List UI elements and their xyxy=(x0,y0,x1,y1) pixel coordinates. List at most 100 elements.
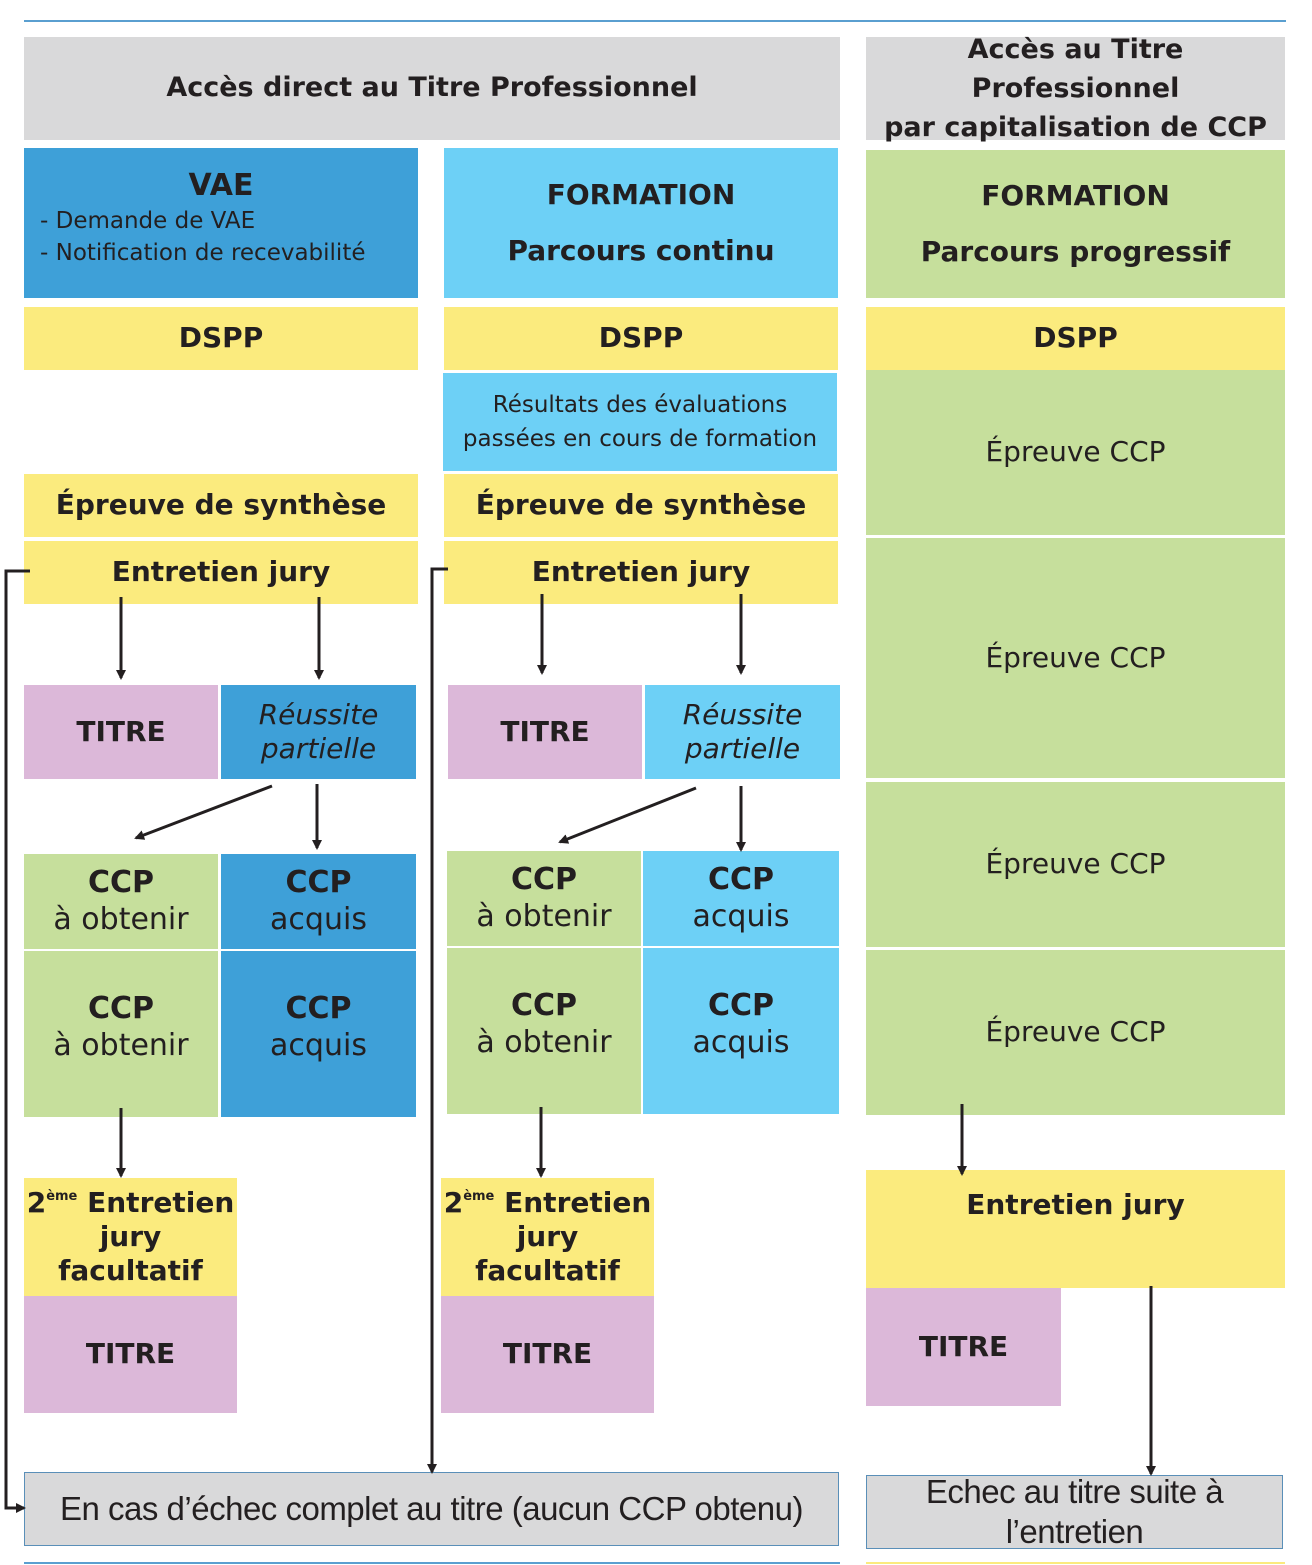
entretien-jury-progressif: Entretien jury xyxy=(866,1170,1285,1288)
vae-item-demande: - Demande de VAE xyxy=(40,207,256,234)
a-obtenir-label: à obtenir xyxy=(476,898,612,934)
formation-continu-box: FORMATION Parcours continu xyxy=(444,148,838,298)
bottom-rule-right xyxy=(866,1562,1285,1564)
formation-continu-title: FORMATION xyxy=(546,178,736,211)
ccp-a-obtenir-continu-1: CCP à obtenir xyxy=(447,851,641,946)
dspp-vae: DSPP xyxy=(24,307,418,370)
echec-complet-text: En cas d’échec complet au titre (aucun C… xyxy=(60,1489,803,1527)
titre-continu-label: TITRE xyxy=(500,714,590,748)
arrow-echec-continu-path xyxy=(427,567,448,1474)
second-entretien-continu-line2: jury facultatif xyxy=(475,1219,620,1288)
resultats-evaluations: Résultats des évaluations passées en cou… xyxy=(443,373,837,471)
ccp-label: CCP xyxy=(87,991,155,1026)
echec-entretien-box: Echec au titre suite à l’entretien xyxy=(866,1473,1283,1550)
a-obtenir-label: à obtenir xyxy=(53,901,189,937)
titre-vae-final: TITRE xyxy=(24,1296,237,1413)
titre-continu: TITRE xyxy=(448,685,642,779)
echec-complet-box: En cas d’échec complet au titre (aucun C… xyxy=(24,1472,839,1546)
ccp-label: CCP xyxy=(285,864,352,900)
formation-progressif-title: FORMATION xyxy=(981,179,1170,212)
titre-continu-final: TITRE xyxy=(441,1296,654,1413)
ccp-label: CCP xyxy=(510,988,578,1023)
vae-title: VAE xyxy=(188,168,254,203)
ccp-label: CCP xyxy=(707,988,775,1023)
entretien-jury-vae: Entretien jury xyxy=(24,541,418,604)
entretien-jury-continu: Entretien jury xyxy=(444,541,838,604)
ccp-a-obtenir-vae-1: CCP à obtenir xyxy=(24,854,218,949)
reussite-partielle-vae: Réussite partielle xyxy=(221,685,416,779)
second-entretien-vae: 2ème Entretien jury facultatif xyxy=(24,1178,237,1296)
entretien-jury-progressif-label: Entretien jury xyxy=(966,1188,1185,1221)
a-obtenir-label: à obtenir xyxy=(53,1027,189,1063)
vae-item-notification: - Notification de recevabilité xyxy=(40,240,366,267)
reussite-continu-line2: partielle xyxy=(684,732,801,765)
second-entretien-continu-line1: 2ème Entretien xyxy=(443,1185,652,1219)
entretien-jury-continu-label: Entretien jury xyxy=(531,555,751,589)
reussite-continu-line1: Réussite xyxy=(682,697,803,731)
titre-vae-label: TITRE xyxy=(76,714,166,748)
epreuve-synthese-continu: Épreuve de synthèse xyxy=(444,474,838,537)
vae-list: - Demande de VAE - Notification de recev… xyxy=(24,205,366,271)
ccp-acquis-continu-1: CCP acquis xyxy=(643,851,839,946)
reussite-vae-line1: Réussite xyxy=(258,697,379,731)
ccp-acquis-vae-1: CCP acquis xyxy=(221,854,416,949)
reussite-vae-line2: partielle xyxy=(260,732,377,765)
ccp-label: CCP xyxy=(285,991,352,1026)
dspp-progressif-label: DSPP xyxy=(1033,321,1118,355)
epreuve-synthese-vae: Épreuve de synthèse xyxy=(24,474,418,537)
titre-vae: TITRE xyxy=(24,685,218,779)
ccp-a-obtenir-vae-2: CCP à obtenir xyxy=(24,951,218,1117)
entretien-jury-vae-label: Entretien jury xyxy=(111,555,331,589)
epreuve-ccp-2: Épreuve CCP xyxy=(866,538,1285,778)
formation-continu-subtitle: Parcours continu xyxy=(507,234,775,267)
titre-continu-final-label: TITRE xyxy=(502,1337,593,1371)
epreuve-ccp-1-label: Épreuve CCP xyxy=(985,435,1166,469)
dspp-progressif: DSPP xyxy=(866,307,1285,370)
header-capitalisation-line1: Accès au Titre Professionnel xyxy=(967,33,1184,104)
resultats-line2: passées en cours de formation xyxy=(462,426,818,452)
top-rule xyxy=(24,20,1286,22)
epreuve-ccp-3-label: Épreuve CCP xyxy=(985,847,1166,881)
ccp-label: CCP xyxy=(707,861,775,897)
epreuve-ccp-3: Épreuve CCP xyxy=(866,782,1285,947)
ccp-label: CCP xyxy=(87,864,155,900)
titre-vae-final-label: TITRE xyxy=(85,1337,176,1371)
header-direct-access-text: Accès direct au Titre Professionnel xyxy=(166,72,698,104)
epreuve-ccp-1: Épreuve CCP xyxy=(866,370,1285,535)
epreuve-ccp-4: Épreuve CCP xyxy=(866,950,1285,1115)
reussite-partielle-continu: Réussite partielle xyxy=(645,685,840,779)
dspp-continu-label: DSPP xyxy=(598,321,684,355)
arrow-reussite-to-ccp-obtenir-vae xyxy=(134,784,273,840)
dspp-vae-label: DSPP xyxy=(178,321,264,355)
epreuve-ccp-2-label: Épreuve CCP xyxy=(985,640,1166,674)
second-entretien-continu: 2ème Entretien jury facultatif xyxy=(441,1178,654,1296)
resultats-line1: Résultats des évaluations xyxy=(492,391,788,418)
acquis-label: acquis xyxy=(270,1027,367,1063)
vae-box: VAE - Demande de VAE - Notification de r… xyxy=(24,148,418,298)
dspp-continu: DSPP xyxy=(444,307,838,370)
titre-progressif: TITRE xyxy=(866,1288,1061,1406)
header-direct-access: Accès direct au Titre Professionnel xyxy=(24,37,840,140)
arrow-echec-vae-path xyxy=(4,569,30,1513)
second-entretien-vae-line1: 2ème Entretien xyxy=(26,1185,235,1219)
ccp-acquis-continu-2: CCP acquis xyxy=(643,948,839,1114)
acquis-label: acquis xyxy=(692,1024,790,1060)
formation-progressif-box: FORMATION Parcours progressif xyxy=(866,150,1285,298)
epreuve-synthese-vae-label: Épreuve de synthèse xyxy=(55,488,387,522)
ccp-a-obtenir-continu-2: CCP à obtenir xyxy=(447,948,641,1114)
acquis-label: acquis xyxy=(692,898,790,934)
titre-progressif-label: TITRE xyxy=(918,1329,1009,1363)
header-capitalisation: Accès au Titre Professionnel par capital… xyxy=(866,34,1285,143)
epreuve-synthese-continu-label: Épreuve de synthèse xyxy=(475,488,807,522)
acquis-label: acquis xyxy=(270,901,367,937)
arrow-reussite-to-ccp-obtenir-continu xyxy=(558,786,697,844)
a-obtenir-label: à obtenir xyxy=(476,1024,612,1060)
ccp-acquis-vae-2: CCP acquis xyxy=(221,951,416,1117)
formation-progressif-subtitle: Parcours progressif xyxy=(920,235,1231,268)
epreuve-ccp-4-label: Épreuve CCP xyxy=(985,1015,1166,1049)
second-entretien-vae-line2: jury facultatif xyxy=(58,1219,203,1288)
header-capitalisation-line2: par capitalisation de CCP xyxy=(884,112,1267,144)
ccp-label: CCP xyxy=(510,861,578,897)
echec-entretien-text: Echec au titre suite à l’entretien xyxy=(925,1472,1224,1550)
